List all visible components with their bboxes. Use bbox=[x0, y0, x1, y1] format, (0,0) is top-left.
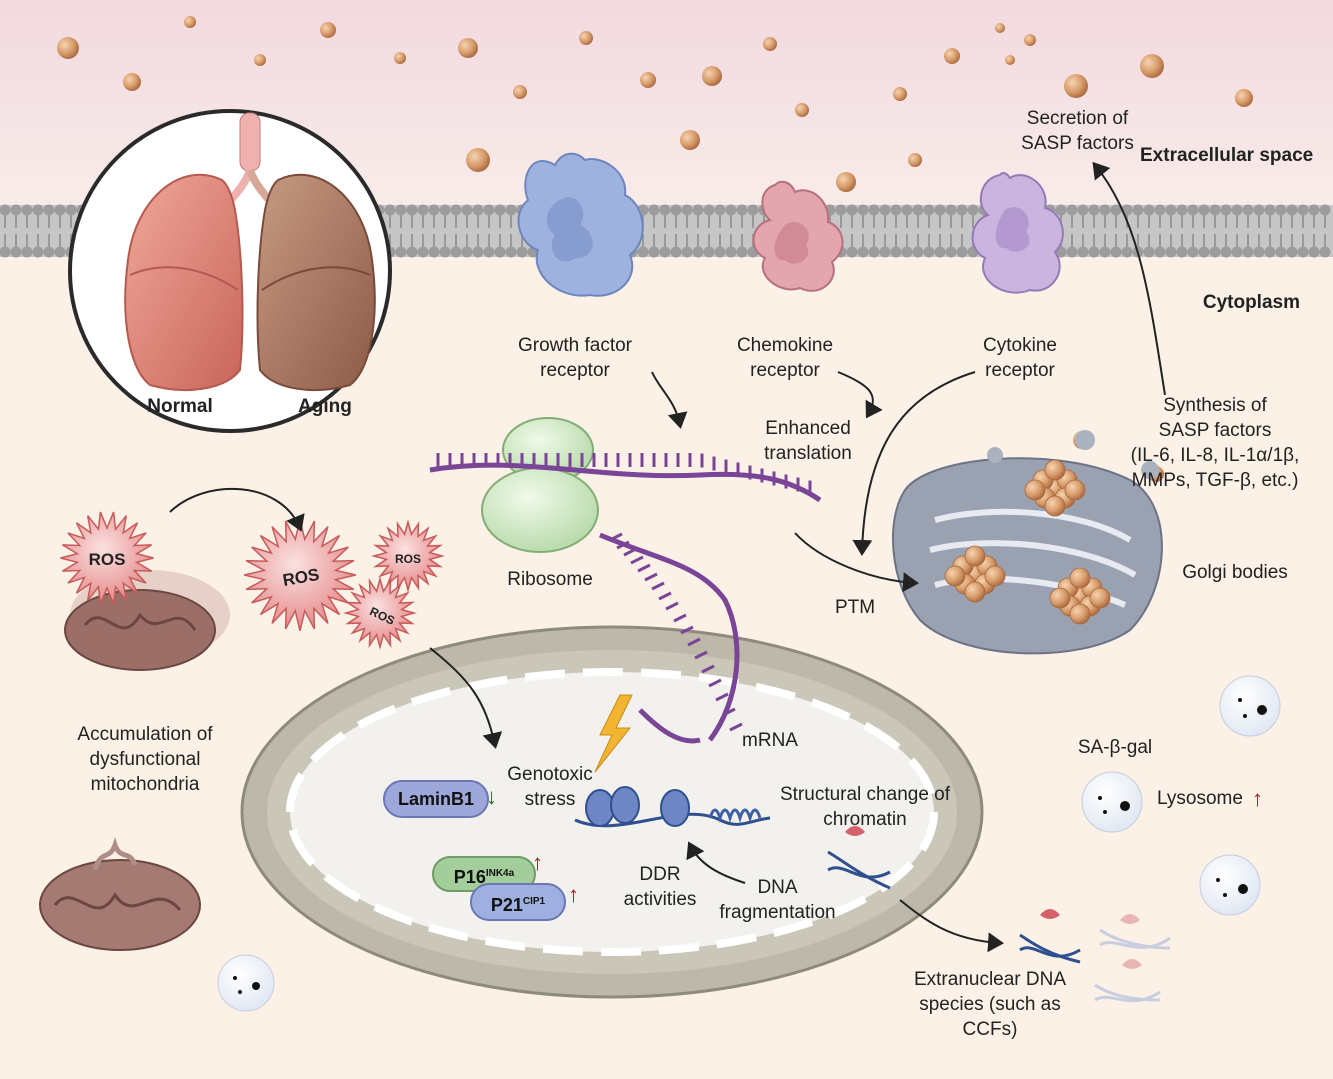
ros-spike-shape bbox=[371, 519, 445, 593]
ros-label-3: ROS bbox=[394, 552, 421, 566]
sasp-particle bbox=[184, 16, 196, 28]
sasp-particle bbox=[763, 37, 777, 51]
secretion-label: Secretion of SASP factors bbox=[1021, 108, 1134, 154]
ros-label-1: ROS bbox=[88, 550, 126, 569]
laminb1-down-arrow-icon: ↓ bbox=[486, 784, 497, 809]
sasp-particle bbox=[123, 73, 141, 91]
sasp-particle bbox=[908, 153, 922, 167]
extranuclear-dna-label: Extranuclear DNA species (such as CCFs) bbox=[913, 969, 1067, 1040]
p16-text: P16 bbox=[453, 867, 486, 887]
sasp-particle bbox=[579, 31, 593, 45]
lung-illustration bbox=[68, 109, 392, 433]
lung-aging-label: Aging bbox=[298, 396, 352, 417]
ptm-label: PTM bbox=[834, 597, 876, 618]
sasp-particles bbox=[57, 16, 1253, 482]
ros-particles bbox=[60, 511, 445, 650]
ddr-activities-label: DDR activities bbox=[623, 864, 697, 910]
sasp-particle bbox=[1024, 34, 1036, 46]
mrna-label: mRNA bbox=[742, 730, 798, 751]
sasp-particle bbox=[1235, 89, 1253, 107]
nucleus bbox=[240, 625, 984, 999]
synthesis-line3: (IL-6, IL-8, IL-1α/1β, bbox=[1130, 445, 1300, 466]
lysosome-up-arrow-icon: ↑ bbox=[1252, 786, 1263, 811]
lysosome-label: Lysosome bbox=[1157, 788, 1243, 809]
sasp-particle bbox=[702, 66, 722, 86]
p21-sup: CIP1 bbox=[522, 896, 546, 907]
cytokine-receptor-shape bbox=[971, 172, 1064, 294]
dna-fragments bbox=[827, 850, 1171, 1003]
lung-normal-label: Normal bbox=[147, 396, 213, 417]
sasp-particle bbox=[394, 52, 406, 64]
enhanced-translation-label: Enhanced translation bbox=[764, 418, 852, 464]
sasp-particle bbox=[1005, 55, 1015, 65]
nuclease-shapes bbox=[845, 826, 1142, 969]
flow-arrows bbox=[169, 161, 1166, 953]
synthesis-line1: Synthesis of bbox=[1163, 395, 1267, 416]
sasp-particle bbox=[320, 22, 336, 38]
sasp-particle bbox=[795, 103, 809, 117]
golgi-label: Golgi bodies bbox=[1182, 562, 1288, 583]
sasp-particle bbox=[640, 72, 656, 88]
p16-up-arrow-icon: ↑ bbox=[532, 850, 543, 875]
genotoxic-stress-label: Genotoxic stress bbox=[507, 764, 593, 810]
cytoplasm-label: Cytoplasm bbox=[1202, 292, 1300, 313]
synthesis-line2: SASP factors bbox=[1158, 420, 1272, 441]
sasp-particle bbox=[680, 130, 700, 150]
sasp-particle bbox=[1140, 54, 1164, 78]
synthesis-line4: MMPs, TGF-β, etc.) bbox=[1131, 470, 1299, 491]
ribosome-shape bbox=[481, 417, 599, 553]
laminb1-badge: LaminB1 bbox=[383, 780, 489, 818]
sasp-particle bbox=[466, 148, 490, 172]
chemokine-receptor-shape bbox=[752, 180, 844, 292]
accumulation-label: Accumulation of dysfunctional mitochondr… bbox=[77, 724, 213, 795]
p16-sup: INK4a bbox=[485, 868, 515, 879]
sasp-particle bbox=[1064, 74, 1088, 98]
structural-change-label: Structural change of chromatin bbox=[779, 784, 951, 830]
chemokine-receptor-label: Chemokine receptor bbox=[736, 335, 834, 381]
p21-up-arrow-icon: ↑ bbox=[568, 882, 579, 907]
chromatin bbox=[574, 786, 771, 828]
extracellular-space-label: Extracellular space bbox=[1140, 145, 1314, 166]
sa-beta-gal-label: SA-β-gal bbox=[1077, 737, 1153, 758]
lysosomes bbox=[217, 675, 1281, 1012]
mrna-strand bbox=[429, 453, 822, 744]
sasp-particle bbox=[254, 54, 266, 66]
ros-spike-shape bbox=[244, 519, 356, 631]
sasp-particle bbox=[836, 172, 856, 192]
sasp-particle bbox=[944, 48, 960, 64]
ros-spike-shape bbox=[60, 511, 154, 605]
golgi-body bbox=[892, 430, 1163, 655]
lightning-icon bbox=[594, 694, 633, 773]
sasp-particle bbox=[995, 23, 1005, 33]
sasp-particle bbox=[458, 38, 478, 58]
sasp-particle bbox=[57, 37, 79, 59]
ribosome-label: Ribosome bbox=[507, 569, 593, 590]
dysfunctional-mitochondria bbox=[39, 570, 230, 951]
growth-factor-receptor-label: Growth factor receptor bbox=[517, 335, 633, 381]
dna-fragmentation-label: DNA fragmentation bbox=[719, 877, 836, 923]
p21-badge: P21CIP1 bbox=[470, 883, 566, 921]
cytokine-receptor-label: Cytokine receptor bbox=[983, 335, 1057, 381]
growth-factor-receptor-shape bbox=[517, 152, 644, 297]
ros-spike-shape bbox=[343, 576, 417, 650]
sasp-particle bbox=[513, 85, 527, 99]
p21-text: P21 bbox=[490, 895, 523, 915]
sasp-particle bbox=[893, 87, 907, 101]
